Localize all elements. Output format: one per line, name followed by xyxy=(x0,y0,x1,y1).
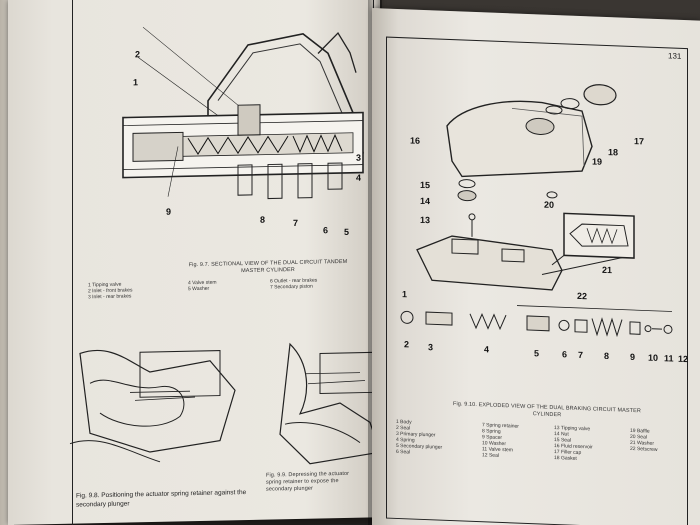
fig-99-caption: Fig. 9.9. Depressing the actuator spring… xyxy=(266,470,350,493)
callout-9: 9 xyxy=(166,206,172,217)
left-page: 2 1 9 8 7 6 5 3 4 Fig. 9.7. SECTIONAL VI… xyxy=(8,0,381,525)
callout-8: 8 xyxy=(260,214,266,225)
callout-17: 17 xyxy=(634,136,645,147)
callout-3: 3 xyxy=(356,152,362,163)
callout-6: 6 xyxy=(323,225,329,236)
callout-9: 9 xyxy=(630,351,636,363)
fig-98-drawing xyxy=(69,349,236,463)
fig-97-legend-col1: 1 Tipping valve 2 Inlet - front brakes 3… xyxy=(88,281,133,301)
callout-1: 1 xyxy=(133,77,139,88)
callout-13: 13 xyxy=(420,214,431,226)
callout-2: 2 xyxy=(135,49,141,60)
fig-98-caption: Fig. 9.8. Positioning the actuator sprin… xyxy=(76,489,247,509)
callout-16: 16 xyxy=(410,135,421,146)
fig-910-legend-col2: 7 Spring retainer 8 Spring 9 Spacer 10 W… xyxy=(482,422,519,459)
callout-12: 12 xyxy=(678,353,689,365)
callout-3: 3 xyxy=(428,342,434,353)
callout-20: 20 xyxy=(544,199,555,210)
fig-910-legend-col1: 1 Body 2 Seal 3 Primary plunger 4 Spring… xyxy=(396,418,443,456)
callout-8: 8 xyxy=(604,350,610,362)
callout-14: 14 xyxy=(420,195,431,207)
sectional-view-drawing xyxy=(122,26,365,200)
fig-910-legend-col4: 19 Baffle 20 Seal 21 Washer 22 Setscrew xyxy=(630,427,658,453)
exploded-view-drawing xyxy=(400,84,673,338)
callout-4: 4 xyxy=(356,172,362,183)
callout-10: 10 xyxy=(648,352,659,363)
callout-6: 6 xyxy=(562,349,568,360)
callout-5: 5 xyxy=(534,348,540,359)
callout-21: 21 xyxy=(602,264,613,276)
right-page: 13 1 xyxy=(372,8,700,525)
callout-4: 4 xyxy=(484,344,490,355)
fig-97-legend-col3: 6 Outlet - rear brakes 7 Secondary pisto… xyxy=(270,277,318,291)
callout-18: 18 xyxy=(608,147,619,158)
callout-11: 11 xyxy=(664,353,674,364)
callout-2: 2 xyxy=(404,339,410,350)
callout-1: 1 xyxy=(402,289,408,300)
fig-910-legend-col3: 13 Tipping valve 14 Nut 15 Seal 16 Fluid… xyxy=(554,424,593,462)
callout-19: 19 xyxy=(592,156,603,167)
callout-15: 15 xyxy=(420,179,431,191)
callout-7: 7 xyxy=(293,217,299,229)
callout-22: 22 xyxy=(577,290,588,302)
callout-5: 5 xyxy=(344,226,350,237)
fig-97-legend-col2: 4 Valve stem 5 Washer xyxy=(188,279,217,293)
callout-7: 7 xyxy=(578,349,584,361)
